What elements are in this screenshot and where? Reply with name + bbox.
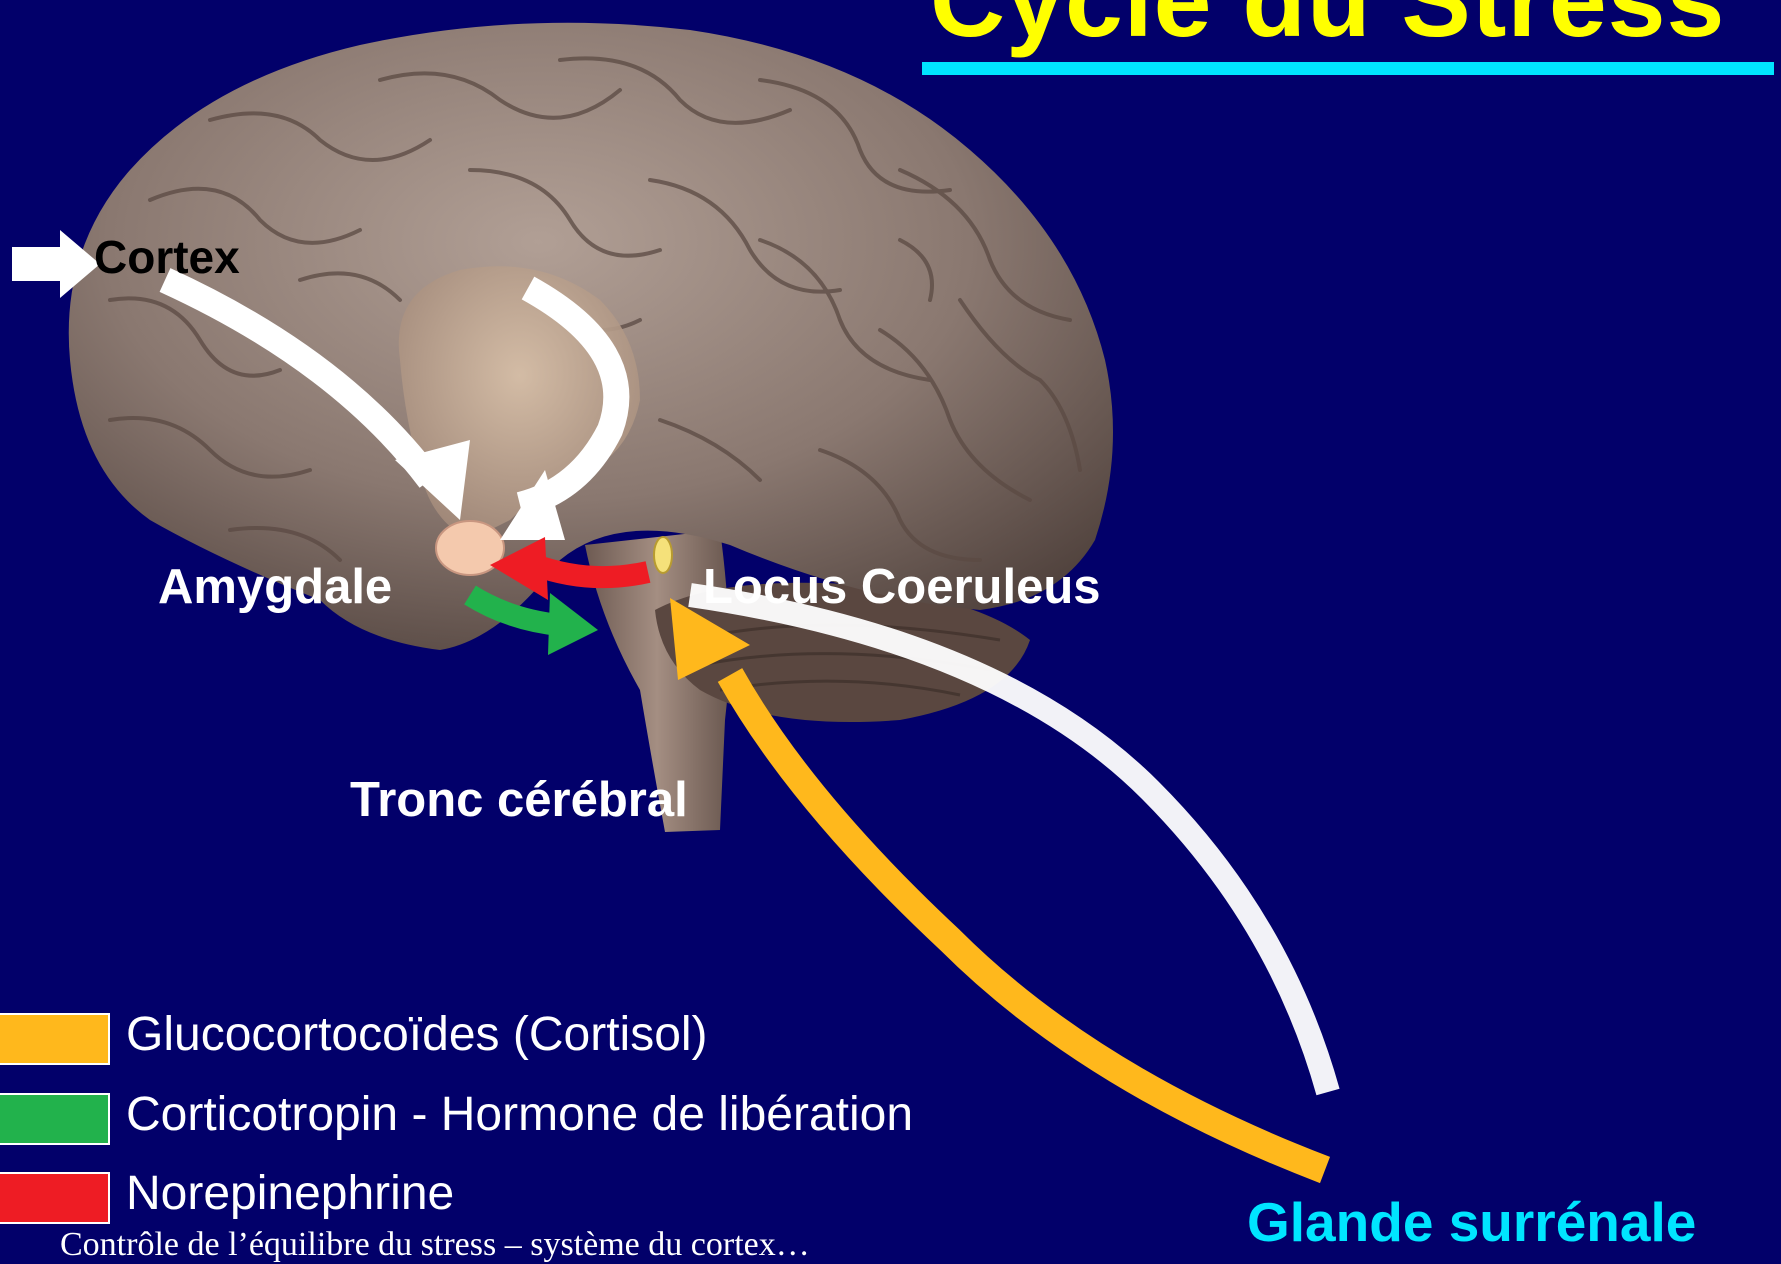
label-glande-surrenale: Glande surrénale bbox=[1247, 1190, 1696, 1254]
title-underline bbox=[922, 62, 1774, 75]
label-amygdale: Amygdale bbox=[158, 559, 392, 615]
footer-caption: Contrôle de l’équilibre du stress – syst… bbox=[60, 1226, 810, 1264]
legend-label: Norepinephrine bbox=[126, 1166, 454, 1221]
diagram-title: Cycle du Stress bbox=[930, 0, 1725, 61]
label-tronc-cerebral: Tronc cérébral bbox=[350, 772, 688, 828]
legend-swatch-orange bbox=[0, 1013, 110, 1065]
legend-swatch-green bbox=[0, 1093, 110, 1145]
legend-swatch-red bbox=[0, 1172, 110, 1224]
legend-label: Glucocortocoïdes (Cortisol) bbox=[126, 1007, 708, 1062]
label-cortex: Cortex bbox=[94, 230, 240, 284]
legend-label: Corticotropin - Hormone de libération bbox=[126, 1087, 913, 1142]
label-locus-coeruleus: Locus Coeruleus bbox=[703, 559, 1101, 615]
locus-coeruleus-structure bbox=[654, 537, 672, 573]
